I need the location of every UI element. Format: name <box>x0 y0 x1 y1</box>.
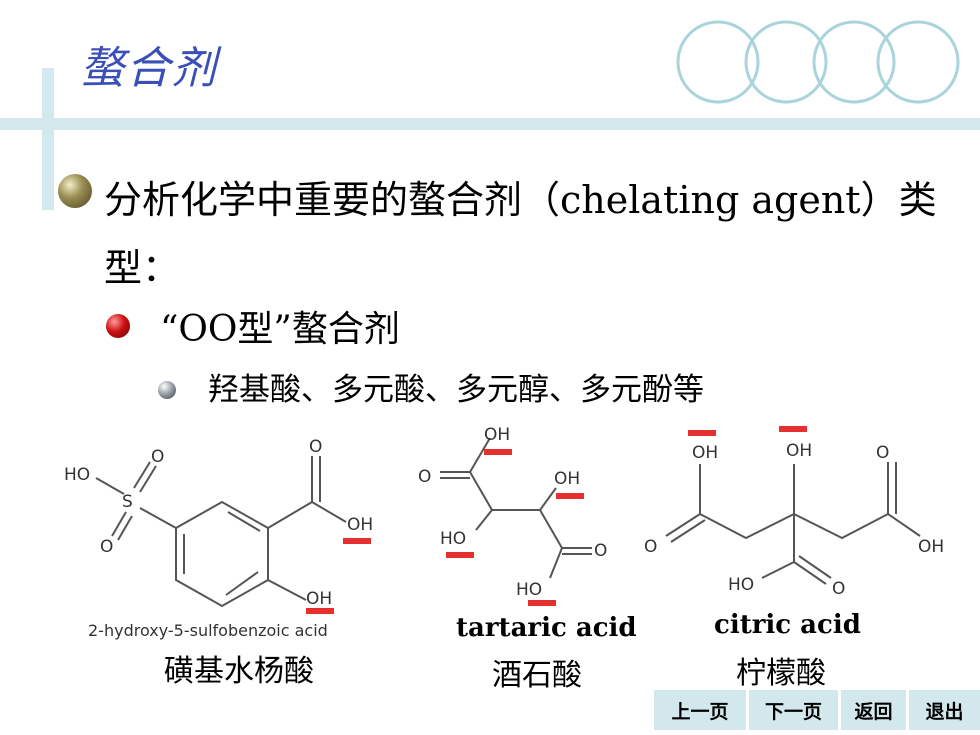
bullet-level1-icon <box>58 174 92 208</box>
sulfosalicylic-caption-en: 2-hydroxy-5-sulfobenzoic acid <box>88 621 328 640</box>
tartaric-o-right-label: O <box>594 541 607 561</box>
citric-caption-zh: 柠檬酸 <box>736 656 826 691</box>
sulfo-acid-oh-label: OH <box>347 515 373 535</box>
citric-oh-left-label: OH <box>692 443 718 463</box>
citric-o-left-label: O <box>644 537 657 557</box>
donor-atom-mark <box>306 608 334 614</box>
citric-o-top-right-label: O <box>876 443 889 463</box>
tartaric-acid-structure: OH O OH HO O HO <box>418 425 607 606</box>
bullet-level3-icon <box>158 381 176 399</box>
donor-atom-mark <box>556 493 584 499</box>
donor-atom-mark <box>446 552 474 558</box>
citric-acid-structure: OH OH O O OH HO O <box>644 426 944 599</box>
back-button[interactable]: 返回 <box>838 690 906 730</box>
bullet-level2-icon <box>106 314 130 338</box>
header-vertical-bar <box>42 68 54 210</box>
header-horizontal-bar <box>0 118 980 130</box>
tartaric-oh-top-label: OH <box>484 425 510 445</box>
tartaric-caption-zh: 酒石酸 <box>492 658 582 693</box>
citric-caption-en: citric acid <box>714 610 861 640</box>
sulfosalicylic-acid-structure: HO S O O O OH OH <box>64 437 373 614</box>
donor-atom-mark <box>779 426 807 432</box>
tartaric-oh-right-label: OH <box>554 469 580 489</box>
donor-atom-mark <box>484 449 512 455</box>
citric-oh-right-label: OH <box>918 537 944 557</box>
donor-atom-mark <box>528 600 556 606</box>
tartaric-ho-bottom-label: HO <box>516 580 542 600</box>
tartaric-o-left-label: O <box>418 467 431 487</box>
citric-ho-bottom-label: HO <box>728 575 754 595</box>
donor-atom-mark <box>343 538 371 544</box>
point-level3: 羟基酸、多元酸、多元醇、多元酚等 <box>208 372 704 408</box>
point-level2: “OO型”螯合剂 <box>160 309 400 350</box>
next-page-button[interactable]: 下一页 <box>746 690 838 730</box>
rings-decoration <box>676 20 960 104</box>
point-level1: 分析化学中重要的螯合剂（chelating agent）类型： <box>104 178 937 290</box>
sulfo-ho-label: HO <box>64 465 90 485</box>
sulfo-carbonyl-o-label: O <box>309 437 322 457</box>
citric-o-bottom-label: O <box>832 579 845 599</box>
sulfosalicylic-caption-zh: 磺基水杨酸 <box>164 654 314 689</box>
slide-title: 螯合剂 <box>80 43 218 94</box>
sulfo-phenol-oh-label: OH <box>306 589 332 609</box>
tartaric-caption-en: tartaric acid <box>456 613 637 643</box>
slide-navigation: 上一页 下一页 返回 退出 <box>654 690 980 730</box>
sulfo-o-bottom-label: O <box>100 537 113 557</box>
citric-oh-mid-label: OH <box>786 441 812 461</box>
donor-atom-mark <box>688 430 716 436</box>
sulfo-s-label: S <box>122 492 133 512</box>
sulfo-o-top-label: O <box>151 447 164 467</box>
prev-page-button[interactable]: 上一页 <box>654 690 746 730</box>
exit-button[interactable]: 退出 <box>906 690 980 730</box>
tartaric-ho-left-label: HO <box>440 529 466 549</box>
